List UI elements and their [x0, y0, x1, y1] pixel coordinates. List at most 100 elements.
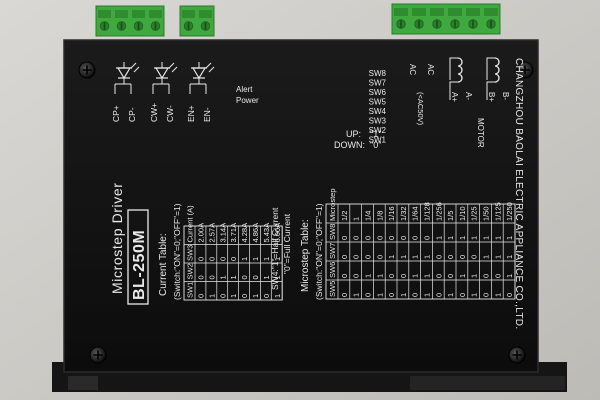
- light-arrows-icon: [205, 62, 215, 73]
- signal-label-cpminus: CP-: [127, 107, 137, 122]
- signal-label-cwplus: CW+: [149, 103, 159, 122]
- switch-list-item: SW2: [369, 126, 387, 135]
- microstep-table-cell: 1: [470, 293, 479, 297]
- microstep-table-header: SW8: [328, 224, 337, 240]
- current-table-cell: 1: [262, 257, 271, 261]
- microstep-table-cell: 0: [375, 255, 384, 259]
- current-table-cell: 4.86A: [251, 223, 260, 243]
- current-table-header: SW2: [186, 263, 195, 279]
- ac-label-2: AC: [426, 64, 435, 75]
- screw-cross-icon: [82, 65, 92, 75]
- current-table-cell: 0: [218, 257, 227, 261]
- microstep-table-cell: 1/256: [434, 202, 443, 221]
- current-table-cell: 6.00A: [273, 223, 282, 243]
- microstep-table-cell: 1: [423, 274, 432, 278]
- signal-terminal-block-screw-slot: [137, 22, 140, 30]
- microstep-table-cell: 0: [423, 236, 432, 240]
- microstep-table-cell: 0: [340, 255, 349, 259]
- microstep-table-cell: 1: [458, 236, 467, 240]
- microstep-table-cell: 1: [434, 236, 443, 240]
- microstep-table-cell: 1/10: [458, 206, 467, 221]
- current-table-cell: 0: [196, 275, 205, 279]
- switch-list-item: SW6: [369, 88, 387, 97]
- signal-terminal-block-wire-slot: [132, 10, 145, 18]
- signal-terminal-block-wire-slot: [98, 10, 111, 18]
- mounting-screws: [78, 61, 534, 364]
- microstep-table-cell: 0: [352, 274, 361, 278]
- microstep-table-cell: 0: [458, 293, 467, 297]
- microstep-table-cell: 1: [505, 274, 514, 278]
- microstep-table-cell: 1: [399, 293, 408, 297]
- microstep-table-cell: 0: [470, 255, 479, 259]
- power-motor-terminal-block-wire-slot: [448, 8, 462, 16]
- light-arrows-icon: [168, 62, 178, 73]
- microstep-table-header: Microstep: [328, 188, 337, 221]
- power-label: Power: [236, 96, 259, 105]
- power-motor-terminal-block-screw-slot: [418, 20, 420, 28]
- microstep-table-cell: 1/2: [340, 211, 349, 221]
- signal-terminal-block-screw-slot: [103, 22, 106, 30]
- microstep-table-cell: 0: [364, 236, 373, 240]
- microstep-table-cell: 1: [505, 255, 514, 259]
- current-table-cell: 0: [218, 294, 227, 298]
- current-table-cell: 0: [207, 257, 216, 261]
- flange-slot-left: [68, 376, 98, 390]
- signal-label-cpplus: CP+: [111, 105, 121, 122]
- down-label: DOWN:: [334, 140, 365, 150]
- alert-terminal-block-screw-slot: [187, 22, 190, 30]
- microstep-table-cell: 1: [375, 293, 384, 297]
- down-value: "0": [370, 140, 381, 150]
- microstep-table-cell: 1: [352, 293, 361, 297]
- current-table-cell: 0: [196, 294, 205, 298]
- sw4-note-line-1: SW4:"1"=Half Current: [270, 207, 280, 290]
- power-motor-terminal-block-screw-slot: [472, 20, 474, 28]
- signal-terminal-block-wire-slot: [149, 10, 162, 18]
- current-table-cell: 0: [240, 294, 249, 298]
- current-table-cell: 5.43A: [262, 223, 271, 243]
- microstep-table-cell: 1: [493, 236, 502, 240]
- microstep-table-cell: 0: [434, 293, 443, 297]
- microstep-table-cell: 1: [458, 274, 467, 278]
- microstep-table-cell: 0: [340, 274, 349, 278]
- current-table-cell: 1: [251, 294, 260, 298]
- switch-list-item: SW8: [369, 69, 387, 78]
- alert-terminal-block-screw-slot: [204, 22, 207, 30]
- microstep-table-cell: 1: [411, 255, 420, 259]
- microstep-table-cell: 1: [446, 293, 455, 297]
- up-label: UP:: [346, 129, 361, 139]
- alert-terminal-block-wire-slot: [182, 10, 195, 18]
- current-table-cell: 0: [229, 257, 238, 261]
- signal-terminal-block-screw-slot: [120, 22, 123, 30]
- coil-b-lead: [486, 57, 495, 100]
- microstep-table-cell: 1: [482, 255, 491, 259]
- switch-list-item: SW3: [369, 117, 387, 126]
- power-motor-terminal-block-screw-slot: [490, 20, 492, 28]
- motor-label: MOTOR: [476, 118, 485, 148]
- microstep-table-header: SW7: [328, 243, 337, 259]
- microstep-table-cell: 1: [505, 236, 514, 240]
- microstep-table-cell: 1/128: [423, 202, 432, 221]
- motor-phase-label: B+: [487, 92, 496, 102]
- current-table-cell: 1: [273, 294, 282, 298]
- motor-coil-b-icon: [494, 57, 500, 83]
- microstep-table-cell: 1: [470, 274, 479, 278]
- terminal-blocks: [95, 3, 501, 37]
- microstep-table-cell: 1: [411, 274, 420, 278]
- switch-list-item: SW5: [369, 98, 387, 107]
- motor-phase-label: A+: [450, 92, 459, 102]
- microstep-table-cell: 0: [446, 274, 455, 278]
- current-table-cell: 1: [229, 275, 238, 279]
- light-arrows-icon: [130, 62, 140, 73]
- led-lead: [153, 62, 169, 85]
- microstep-table-cell: 0: [505, 293, 514, 297]
- microstep-table: SW5SW6SW7SW8Microstep00001/21000101001/4…: [325, 188, 516, 300]
- microstep-table-cell: 0: [399, 236, 408, 240]
- motor-phase-label: A-: [464, 92, 473, 100]
- current-table-cell: 0: [196, 257, 205, 261]
- microstep-table-cell: 0: [375, 236, 384, 240]
- microstep-table-cell: 0: [482, 274, 491, 278]
- switch-list-item: SW7: [369, 79, 387, 88]
- current-table-header: Current (A): [186, 205, 195, 243]
